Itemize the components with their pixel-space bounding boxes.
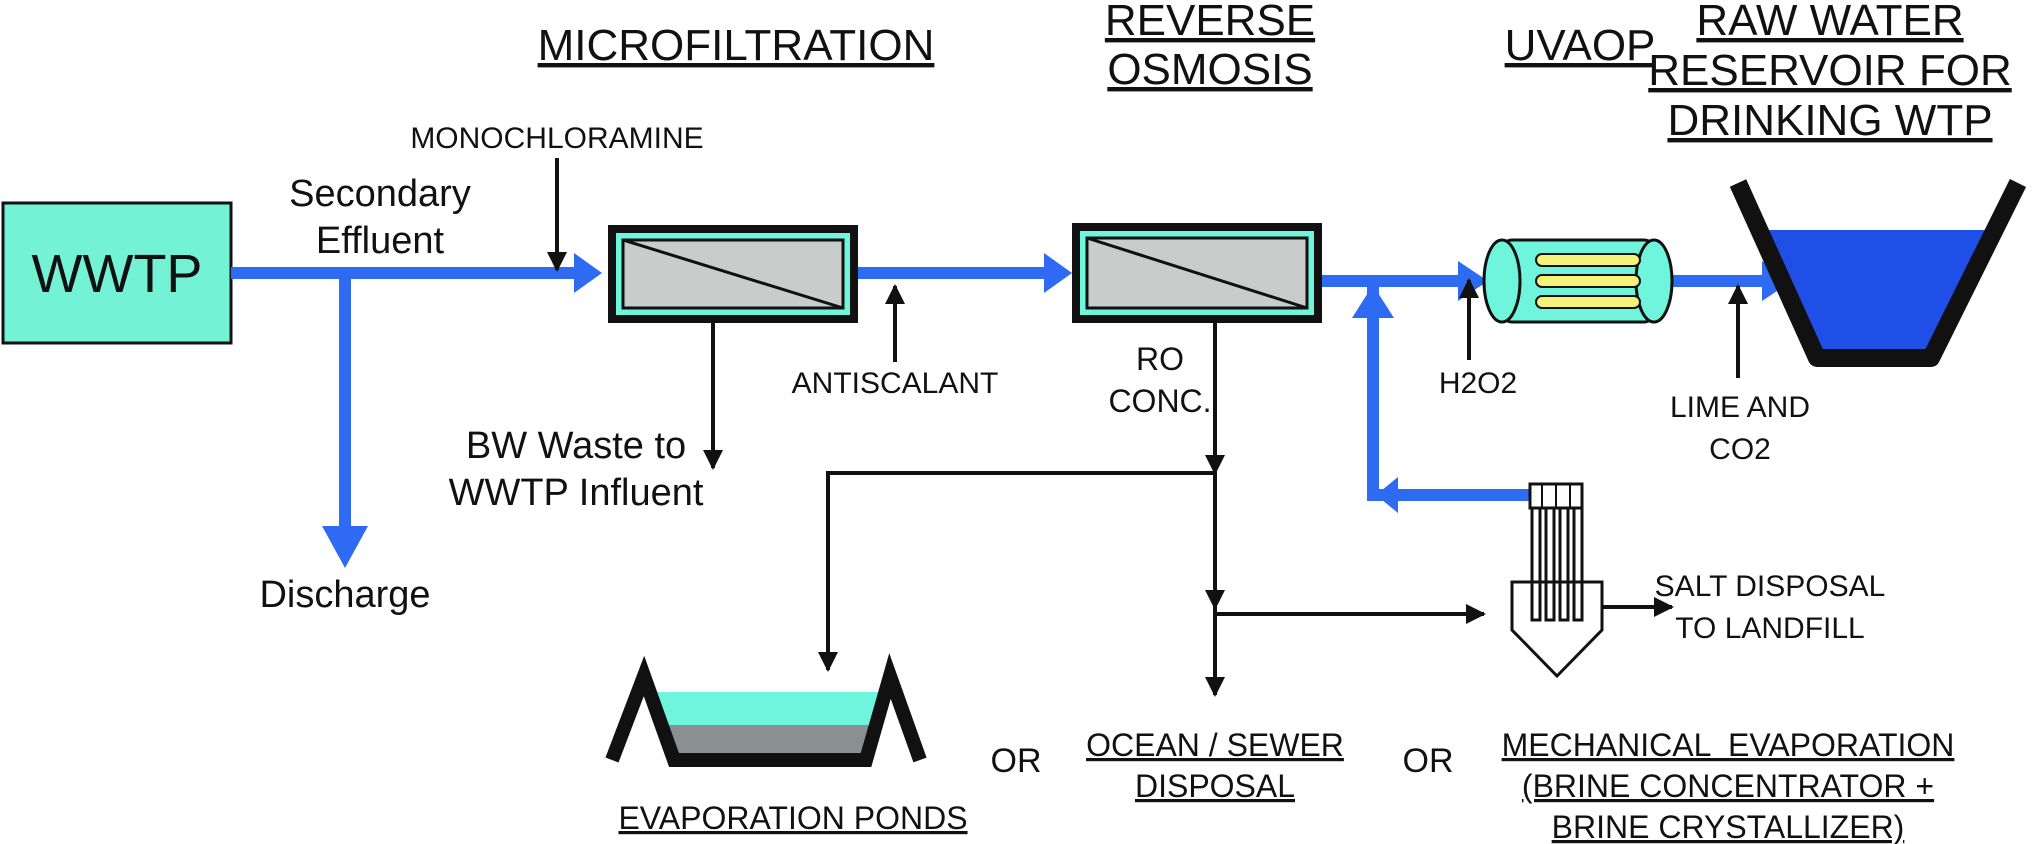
uv-lamp-icon	[1535, 253, 1641, 267]
ro-conc-label-line1: RO	[1136, 341, 1184, 377]
discharge-label: Discharge	[259, 574, 430, 616]
or-label-1: OR	[991, 742, 1042, 780]
h2o2-label: H2O2	[1439, 367, 1517, 400]
uv-lamp-icon	[1535, 295, 1641, 309]
header-reverse-osmosis-line2: OSMOSIS	[1107, 45, 1312, 94]
uvaop-reactor	[1482, 238, 1674, 324]
mechanical-evaporation-label-line1: MECHANICAL EVAPORATION	[1502, 727, 1955, 763]
header-reservoir-line1: RAW WATER	[1696, 0, 1963, 45]
to-ponds-arrow	[818, 471, 1215, 672]
header-reverse-osmosis-line1: REVERSE	[1105, 0, 1315, 45]
evaporation-ponds-label: EVAPORATION PONDS	[618, 800, 967, 836]
header-reservoir-line3: DRINKING WTP	[1667, 96, 1992, 145]
wwtp-label: WWTP	[32, 244, 203, 304]
salt-disposal-label-line1: SALT DISPOSAL	[1655, 570, 1886, 603]
lime-co2-label-line1: LIME AND	[1670, 391, 1810, 424]
antiscalant-label: ANTISCALANT	[792, 367, 999, 400]
lime-co2-label-line2: CO2	[1709, 433, 1771, 466]
mechanical-evaporation-label-line2: (BRINE CONCENTRATOR +	[1522, 768, 1934, 804]
or-label-2: OR	[1403, 742, 1454, 780]
header-microfiltration: MICROFILTRATION	[538, 21, 935, 70]
ro-conc-label-line2: CONC.	[1108, 383, 1211, 419]
salt-disposal-label-line2: TO LANDFILL	[1675, 612, 1865, 645]
wwtp-box: WWTP	[1, 201, 233, 345]
ocean-sewer-label-line2: DISPOSAL	[1135, 768, 1295, 804]
raw-water-reservoir	[1729, 178, 2027, 367]
secondary-effluent-label-line2: Effluent	[316, 220, 445, 262]
header-uvaop: UVAOP	[1505, 21, 1656, 70]
black-lines	[547, 158, 1748, 697]
ocean-sewer-label-line1: OCEAN / SEWER	[1086, 727, 1344, 763]
bw-waste-label-line1: BW Waste to	[466, 425, 686, 467]
mechanical-evaporation-label-line3: BRINE CRYSTALLIZER)	[1552, 809, 1905, 844]
uv-lamp-icon	[1535, 274, 1641, 288]
header-reservoir-line2: RESERVOIR FOR	[1648, 46, 2011, 95]
brine-crystallizer	[1510, 482, 1604, 679]
monochloramine-label: MONOCHLORAMINE	[410, 122, 703, 155]
secondary-effluent-label-line1: Secondary	[289, 173, 471, 215]
main-flow-lines	[231, 253, 1792, 568]
reverse-osmosis-unit	[1072, 223, 1322, 323]
microfiltration-unit	[608, 225, 858, 323]
evaporation-pond	[605, 653, 927, 767]
bw-waste-label-line2: WWTP Influent	[449, 472, 704, 514]
